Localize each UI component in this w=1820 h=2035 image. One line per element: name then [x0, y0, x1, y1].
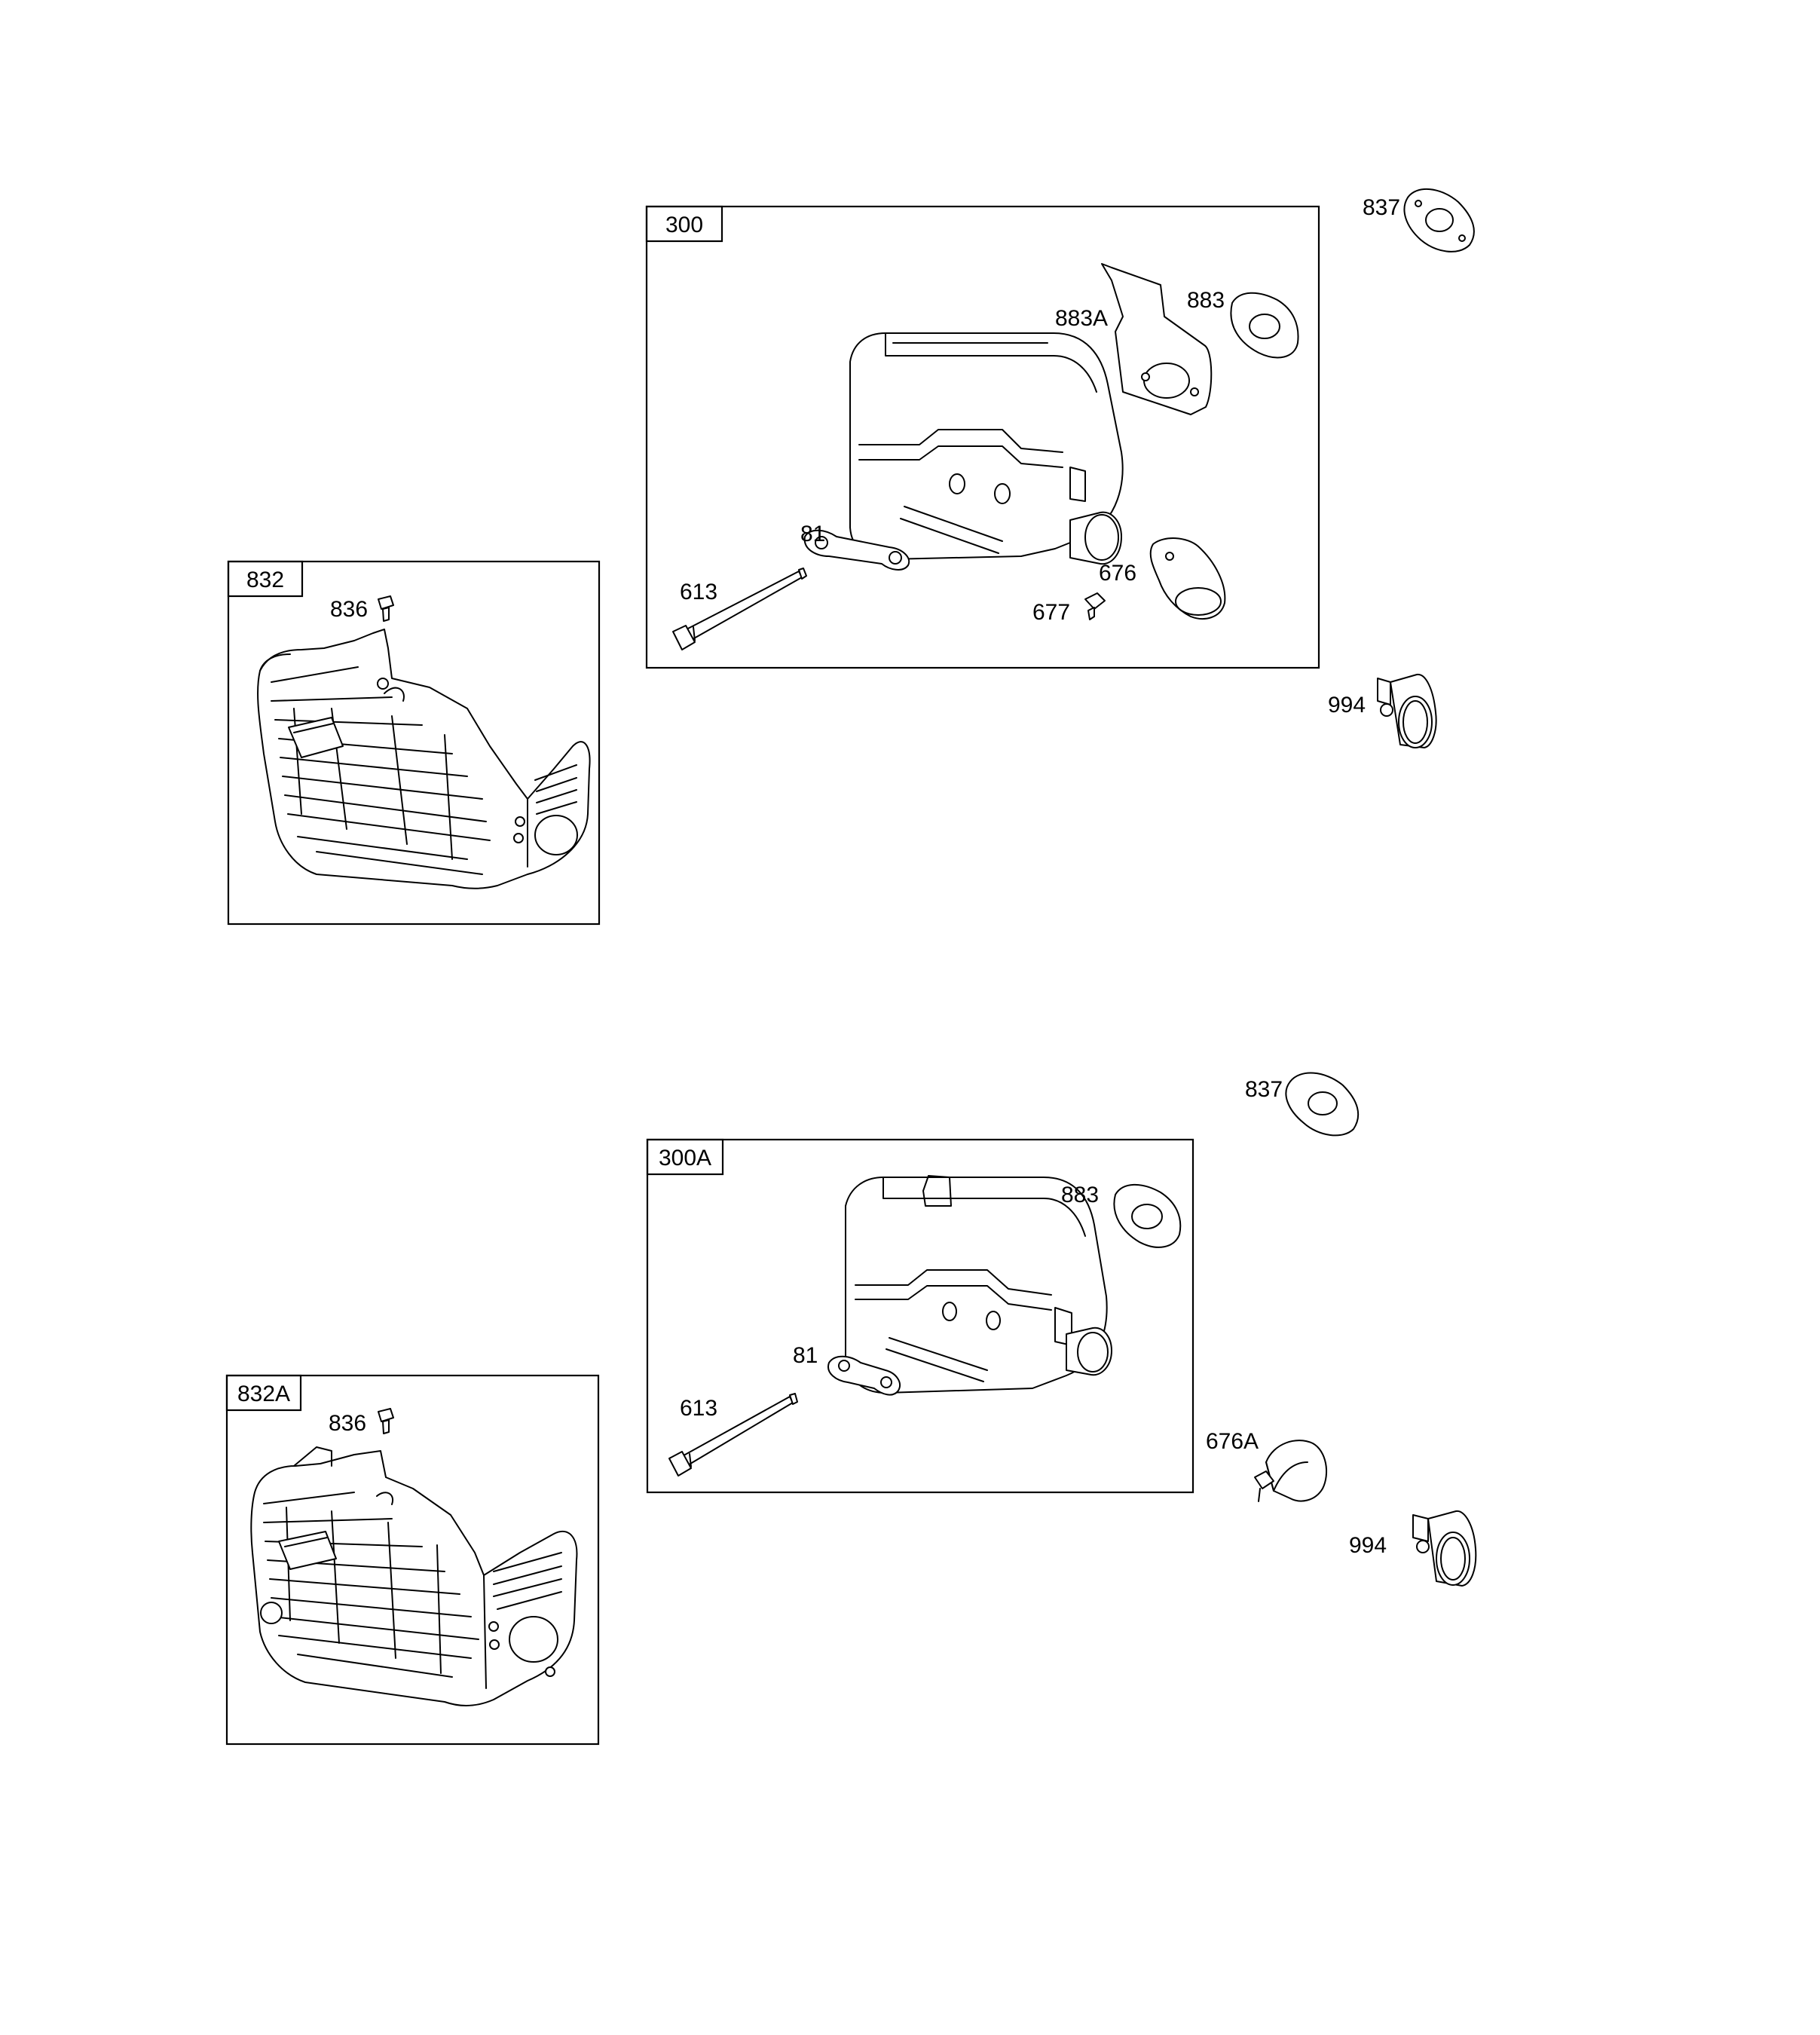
muffler-body [849, 332, 1124, 565]
callout-883: 883 [1187, 288, 1225, 313]
callout-836-832a: 836 [329, 1411, 366, 1436]
muffler-guard-832a [250, 1446, 578, 1706]
bolt-613-300a [668, 1393, 798, 1477]
callout-994: 994 [1328, 693, 1366, 718]
bolt-613 [672, 568, 807, 650]
callout-676: 676 [1099, 561, 1136, 586]
callout-837-300a: 837 [1245, 1077, 1283, 1102]
muffler-body-300a [845, 1175, 1112, 1394]
spark-arrester-994 [1377, 673, 1437, 748]
callout-81-300a: 81 [793, 1343, 818, 1368]
gasket-883-300a [1113, 1183, 1182, 1248]
bracket-883a [1101, 263, 1213, 415]
spark-arrester-994-300a [1412, 1510, 1477, 1587]
gasket-883 [1230, 292, 1299, 359]
kit-box-832a: 832A [225, 1374, 600, 1746]
kit-box-832: 832 [227, 560, 601, 926]
screw-836-832a [378, 1408, 394, 1434]
deflector-676a [1254, 1440, 1328, 1502]
screw-677 [1084, 592, 1106, 620]
callout-994-300a: 994 [1349, 1533, 1387, 1558]
callout-837: 837 [1363, 195, 1400, 220]
gasket-837-300a [1285, 1072, 1360, 1137]
kit-label-832: 832 [246, 568, 284, 592]
kit-label-300: 300 [665, 213, 703, 237]
kit-box-300: 300 [645, 205, 1320, 669]
callout-613-300a: 613 [680, 1396, 717, 1421]
callout-677: 677 [1032, 600, 1070, 625]
callout-883-300a: 883 [1061, 1183, 1099, 1207]
kit-label-300a: 300A [659, 1146, 711, 1171]
callout-613: 613 [680, 580, 717, 604]
callout-836: 836 [330, 597, 368, 622]
kit-box-300a: 300A [646, 1138, 1194, 1494]
deflector-676 [1149, 537, 1226, 620]
lock-plate-81 [803, 529, 910, 571]
kit-label-832a: 832A [237, 1382, 290, 1406]
callout-883a: 883A [1055, 306, 1108, 331]
muffler-guard-832 [257, 629, 591, 889]
callout-81: 81 [800, 522, 825, 546]
lock-plate-81-300a [827, 1355, 901, 1396]
callout-676a: 676A [1206, 1429, 1259, 1454]
screw-836 [378, 595, 394, 622]
gasket-837 [1403, 188, 1475, 252]
